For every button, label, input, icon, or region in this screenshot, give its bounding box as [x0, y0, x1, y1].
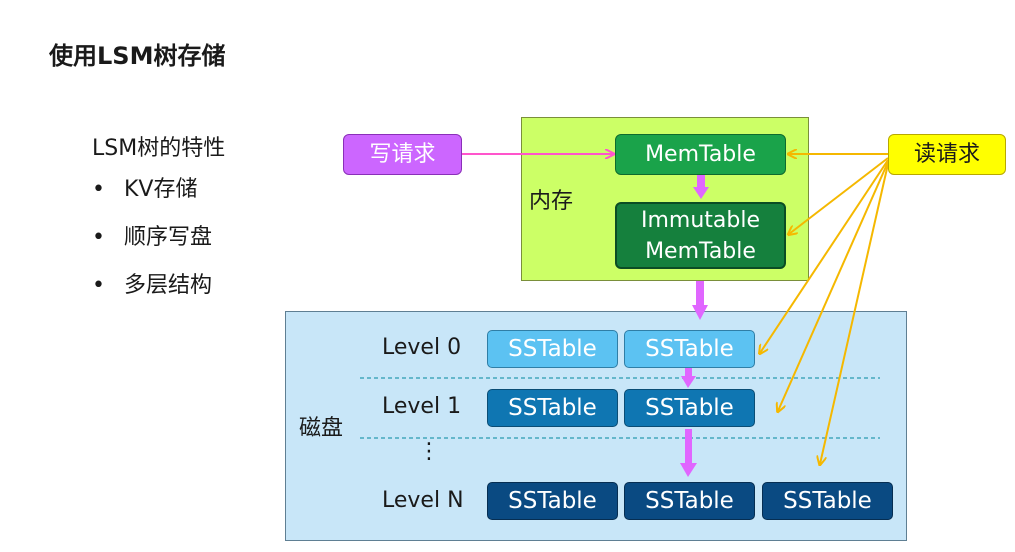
sstable-level0: SSTable [624, 330, 755, 368]
sstable-level1: SSTable [487, 389, 618, 427]
list-item: • 顺序写盘 [92, 226, 212, 274]
list-item: • 多层结构 [92, 274, 212, 322]
flush-arrows [680, 175, 709, 477]
bullet-icon: • [92, 177, 105, 202]
sstable-leveln: SSTable [762, 482, 893, 520]
immutable-memtable-box: Immutable MemTable [615, 202, 786, 269]
feature-sequential-write: 顺序写盘 [124, 225, 213, 250]
sstable-leveln: SSTable [487, 482, 618, 520]
disk-label: 磁盘 [299, 416, 344, 441]
write-request-box: 写请求 [343, 134, 462, 175]
sstable-leveln: SSTable [624, 482, 755, 520]
level-1-label: Level 1 [382, 394, 462, 419]
feature-kv-storage: KV存储 [124, 177, 198, 202]
sstable-level1: SSTable [624, 389, 755, 427]
feature-multi-level: 多层结构 [124, 273, 213, 298]
sstable-level0: SSTable [487, 330, 618, 368]
level-0-label: Level 0 [382, 335, 462, 360]
features-list: • KV存储 • 顺序写盘 • 多层结构 [92, 178, 212, 322]
features-heading: LSM树的特性 [92, 136, 226, 161]
read-request-box: 读请求 [888, 134, 1006, 175]
memtable-box: MemTable [615, 134, 786, 175]
bullet-icon: • [92, 225, 105, 250]
ellipsis-icon: ⋮ [418, 439, 440, 464]
bullet-icon: • [92, 273, 105, 298]
list-item: • KV存储 [92, 178, 212, 226]
level-n-label: Level N [382, 488, 464, 513]
immutable-label-line2: MemTable [645, 238, 756, 264]
immutable-label-line1: Immutable [640, 207, 760, 233]
read-arrows [760, 154, 889, 464]
page-title: 使用LSM树存储 [49, 42, 226, 70]
memory-label: 内存 [529, 189, 574, 214]
